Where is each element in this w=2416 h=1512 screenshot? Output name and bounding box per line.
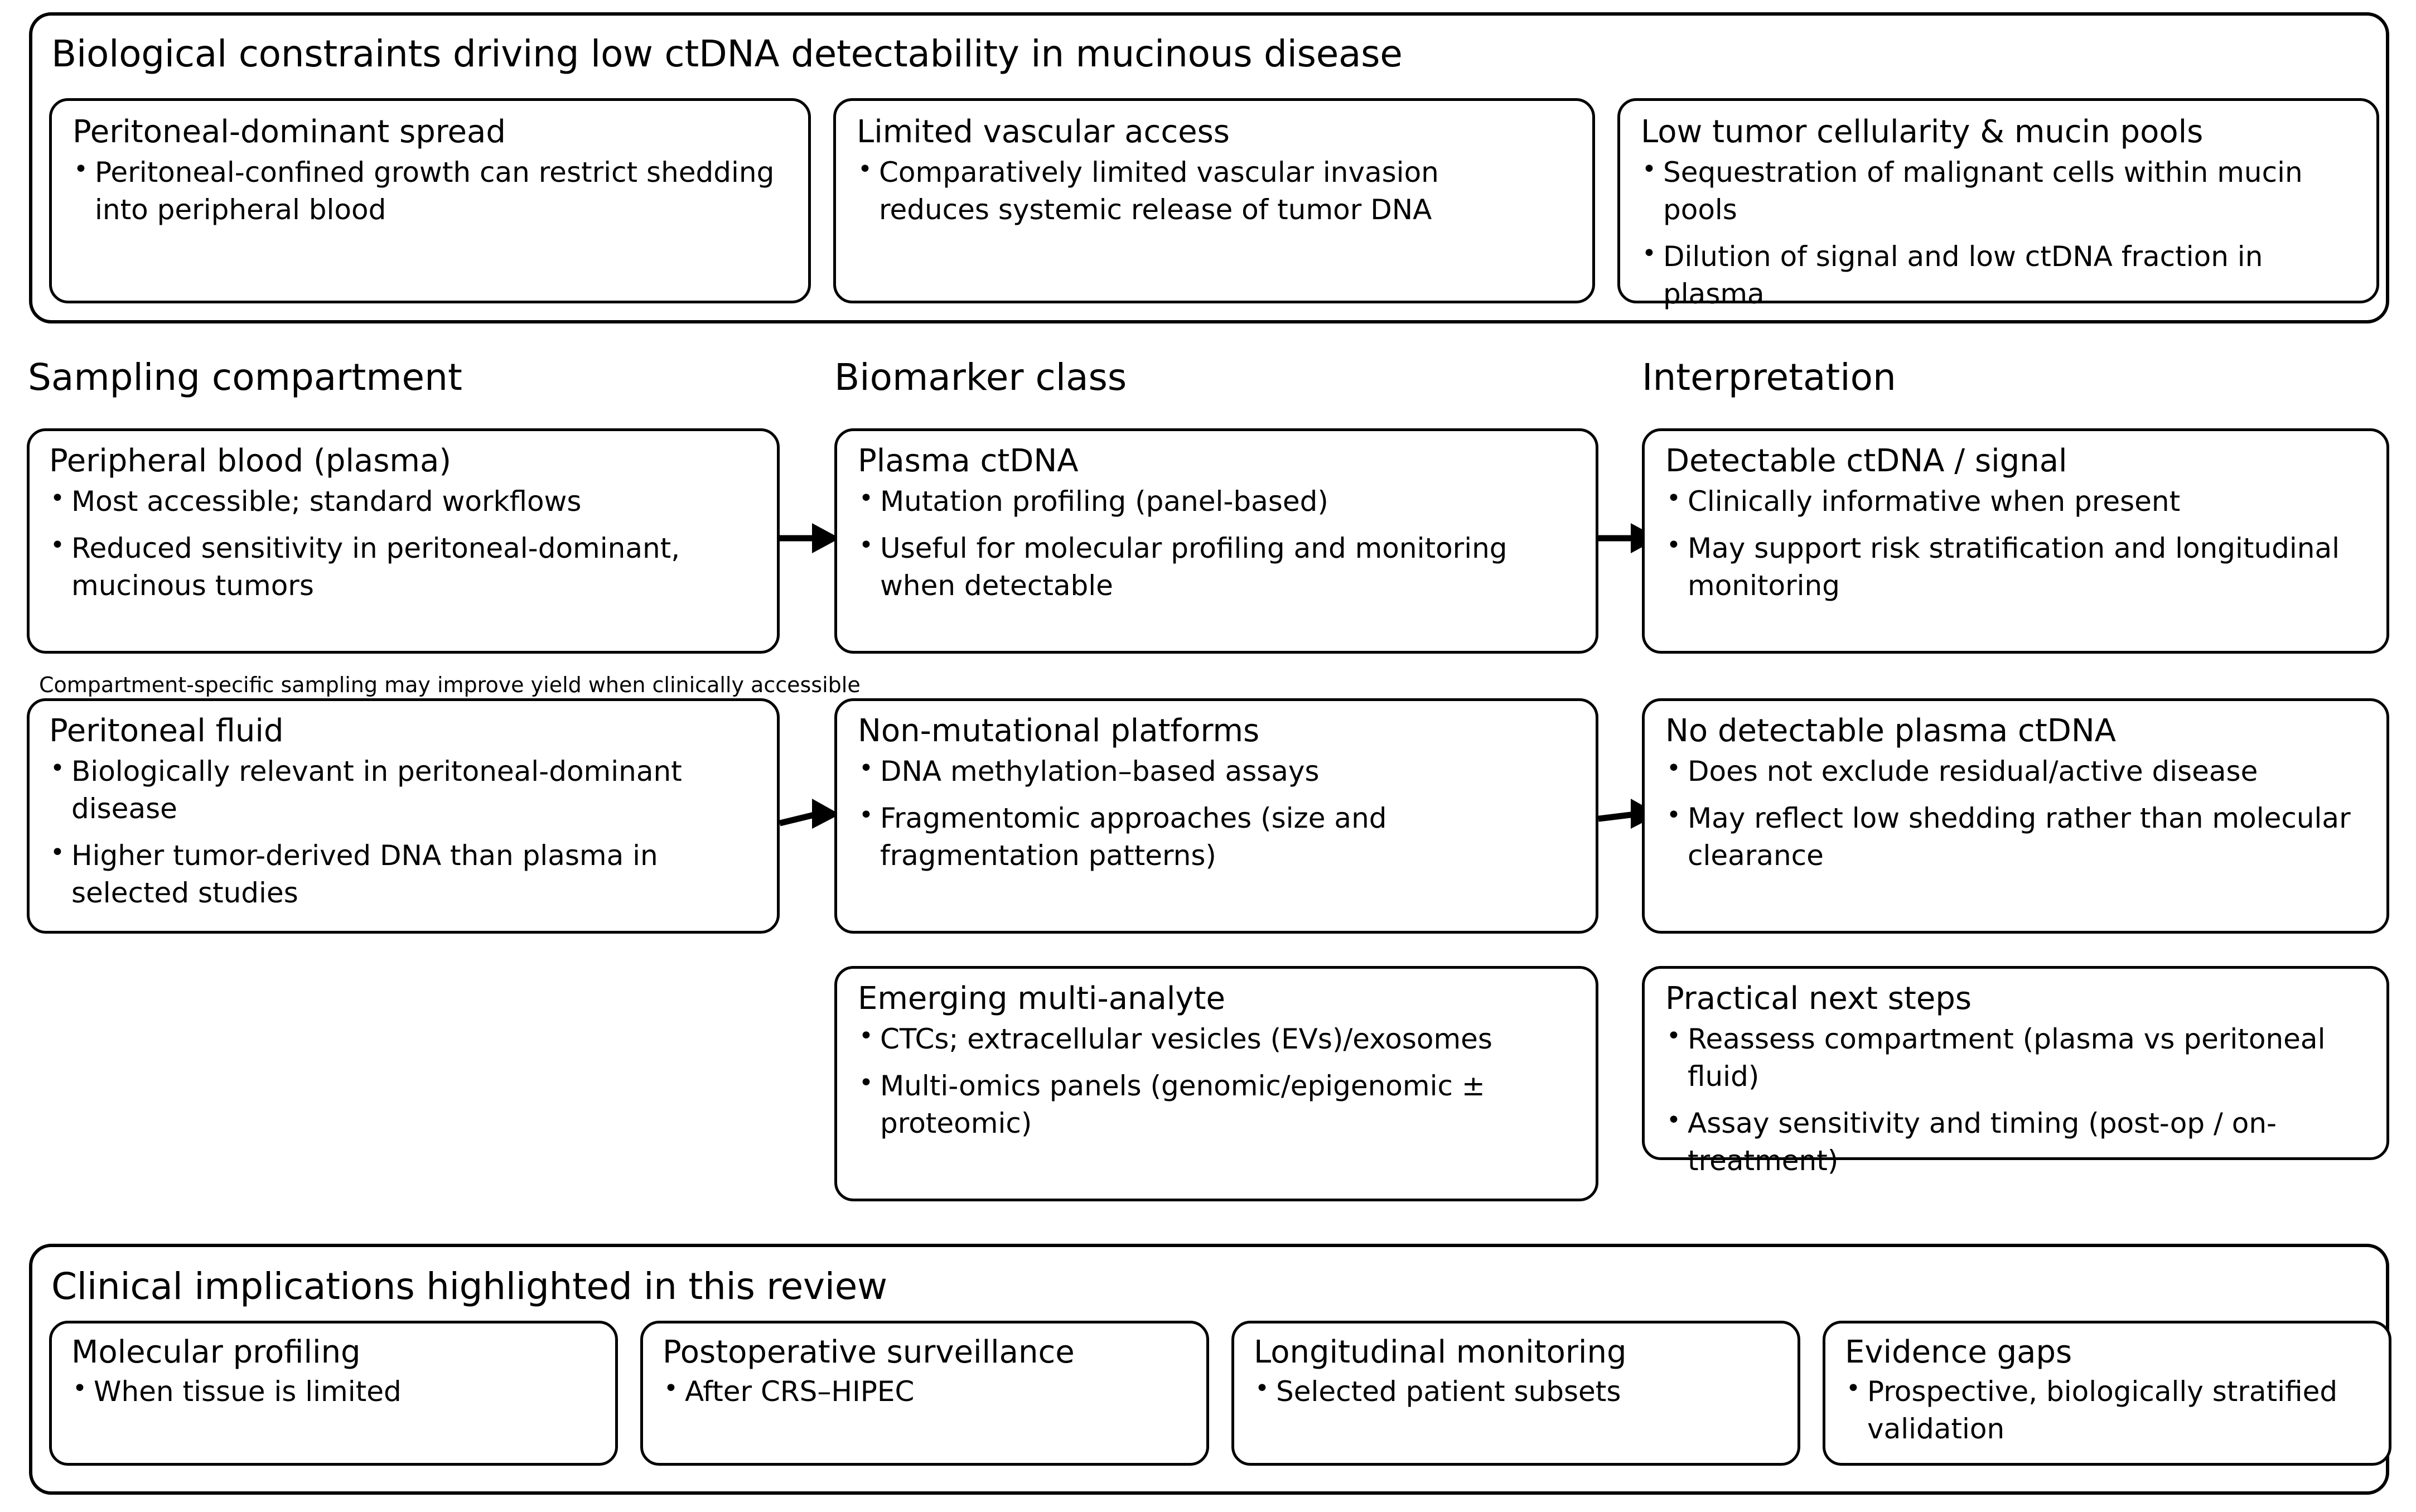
list-item: Peritoneal-confined growth can restrict …: [73, 153, 792, 229]
flow-card-title: Peritoneal fluid: [49, 713, 284, 749]
list-item: CTCs; extracellular vesicles (EVs)/exoso…: [858, 1020, 1577, 1058]
list-item: After CRS–HIPEC: [663, 1373, 1192, 1410]
compartment-sampling-note: Compartment-specific sampling may improv…: [39, 673, 861, 697]
flow-card-bullets: Reassess compartment (plasma vs peritone…: [1665, 1020, 2385, 1189]
implication-card-title: Postoperative surveillance: [663, 1334, 1075, 1370]
implication-card-title: Evidence gaps: [1845, 1334, 2072, 1370]
list-item: Most accessible; standard workflows: [49, 482, 763, 520]
flow-card-bullets: Most accessible; standard workflows Redu…: [49, 482, 763, 614]
list-item: Fragmentomic approaches (size and fragme…: [858, 799, 1577, 875]
implication-card-bullets: After CRS–HIPEC: [663, 1373, 1192, 1420]
flow-card-title: Non-mutational platforms: [858, 713, 1260, 749]
list-item: Sequestration of malignant cells within …: [1641, 153, 2366, 229]
list-item: Dilution of signal and low ctDNA fractio…: [1641, 238, 2366, 313]
list-item: Does not exclude residual/active disease: [1665, 752, 2362, 790]
clinical-implications-title: Clinical implications highlighted in thi…: [51, 1265, 887, 1308]
flow-card-bullets: DNA methylation–based assays Fragmentomi…: [858, 752, 1577, 884]
flow-card-bullets: CTCs; extracellular vesicles (EVs)/exoso…: [858, 1020, 1577, 1152]
list-item: Clinically informative when present: [1665, 482, 2368, 520]
list-item: Multi-omics panels (genomic/epigenomic ±…: [858, 1067, 1577, 1142]
arrow-sampling-to-biomarker-row1: [780, 519, 841, 558]
list-item: Biologically relevant in peritoneal-domi…: [49, 752, 763, 828]
list-item: Selected patient subsets: [1254, 1373, 1784, 1410]
flow-card-bullets: Clinically informative when present May …: [1665, 482, 2368, 614]
constraint-card-bullets: Sequestration of malignant cells within …: [1641, 153, 2366, 322]
flow-card-title: Peripheral blood (plasma): [49, 443, 452, 479]
constraint-card-title: Low tumor cellularity & mucin pools: [1641, 114, 2204, 150]
arrow-sampling-to-biomarker-row2: [780, 792, 841, 837]
biological-constraints-title: Biological constraints driving low ctDNA…: [51, 32, 1403, 75]
constraint-card-title: Limited vascular access: [857, 114, 1230, 150]
list-item: Comparatively limited vascular invasion …: [857, 153, 1543, 229]
constraint-card-bullets: Peritoneal-confined growth can restrict …: [73, 153, 792, 238]
flow-card-bullets: Does not exclude residual/active disease…: [1665, 752, 2362, 884]
constraint-card-title: Peritoneal-dominant spread: [73, 114, 506, 150]
list-item: Reduced sensitivity in peritoneal-domina…: [49, 529, 763, 605]
implication-card-bullets: When tissue is limited: [71, 1373, 601, 1420]
implication-card-title: Longitudinal monitoring: [1254, 1334, 1627, 1370]
list-item: Assay sensitivity and timing (post-op / …: [1665, 1104, 2385, 1180]
list-item: Reassess compartment (plasma vs peritone…: [1665, 1020, 2385, 1095]
list-item: Useful for molecular profiling and monit…: [858, 529, 1577, 605]
implication-card-bullets: Selected patient subsets: [1254, 1373, 1784, 1420]
list-item: Higher tumor-derived DNA than plasma in …: [49, 837, 763, 912]
constraint-card-bullets: Comparatively limited vascular invasion …: [857, 153, 1543, 238]
flow-card-bullets: Biologically relevant in peritoneal-domi…: [49, 752, 763, 921]
flow-card-title: No detectable plasma ctDNA: [1665, 713, 2117, 749]
list-item: Mutation profiling (panel-based): [858, 482, 1577, 520]
column-header-sampling-compartment: Sampling compartment: [28, 356, 462, 399]
list-item: When tissue is limited: [71, 1373, 601, 1410]
list-item: May support risk stratification and long…: [1665, 529, 2368, 605]
flow-card-title: Emerging multi-analyte: [858, 980, 1225, 1017]
flow-card-title: Practical next steps: [1665, 980, 1972, 1017]
implication-card-title: Molecular profiling: [71, 1334, 361, 1370]
flow-card-title: Detectable ctDNA / signal: [1665, 443, 2067, 479]
list-item: May reflect low shedding rather than mol…: [1665, 799, 2362, 875]
flow-card-title: Plasma ctDNA: [858, 443, 1079, 479]
flow-card-bullets: Mutation profiling (panel-based) Useful …: [858, 482, 1577, 614]
column-header-interpretation: Interpretation: [1642, 356, 1896, 399]
list-item: Prospective, biologically stratified val…: [1845, 1373, 2347, 1448]
column-header-biomarker-class: Biomarker class: [834, 356, 1127, 399]
implication-card-bullets: Prospective, biologically stratified val…: [1845, 1373, 2347, 1457]
list-item: DNA methylation–based assays: [858, 752, 1577, 790]
